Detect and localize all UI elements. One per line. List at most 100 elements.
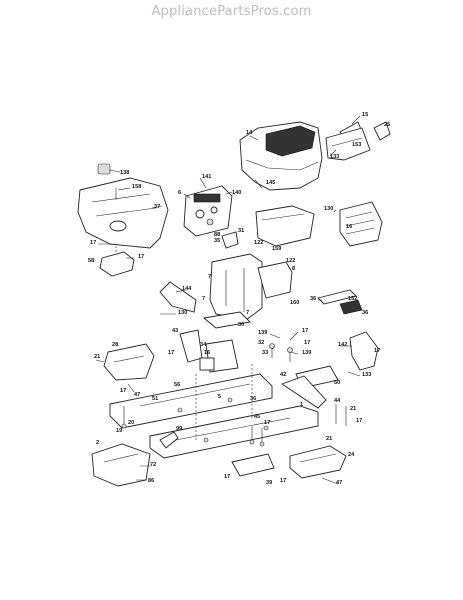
- lever-part[interactable]: [159, 281, 197, 313]
- callout-17: 17: [120, 388, 126, 394]
- callout-7: 7: [202, 296, 205, 302]
- callout-45: 45: [254, 414, 260, 420]
- callout-35: 35: [214, 238, 220, 244]
- callout-1: 1: [300, 402, 303, 408]
- callout-32: 32: [258, 340, 264, 346]
- callout-42: 42: [280, 372, 286, 378]
- callout-51: 51: [152, 396, 158, 402]
- callout-160: 160: [290, 300, 299, 306]
- bracket-part[interactable]: [99, 246, 135, 277]
- callout-56: 56: [174, 382, 180, 388]
- callout-33: 33: [262, 350, 268, 356]
- callout-34: 34: [200, 342, 207, 348]
- callout-144: 144: [182, 286, 192, 292]
- callout-138: 138: [120, 170, 129, 176]
- callout-17: 17: [264, 420, 270, 426]
- callout-28: 28: [112, 342, 118, 348]
- mount-16b-part[interactable]: [199, 357, 215, 371]
- callout-21: 21: [350, 406, 356, 412]
- callout-17: 17: [374, 348, 380, 354]
- callout-159: 159: [272, 246, 281, 252]
- callout-17: 17: [304, 340, 310, 346]
- callout-58: 58: [88, 258, 94, 264]
- callout-88: 88: [214, 232, 220, 238]
- callout-17: 17: [280, 478, 286, 484]
- callout-122: 122: [286, 258, 295, 264]
- link-99-part[interactable]: [159, 431, 179, 449]
- callout-8: 8: [292, 266, 295, 272]
- small-parts-32-part[interactable]: [269, 343, 293, 363]
- grille-part[interactable]: [325, 121, 391, 161]
- callout-17: 17: [224, 474, 230, 480]
- callout-15: 15: [362, 112, 368, 118]
- callout-36: 36: [310, 296, 316, 302]
- callout-20: 20: [128, 420, 134, 426]
- callout-21: 21: [94, 354, 100, 360]
- callout-16: 16: [346, 224, 352, 230]
- cover-part[interactable]: [339, 201, 383, 247]
- callout-21: 21: [326, 436, 332, 442]
- callout-16: 16: [204, 350, 210, 356]
- callout-158: 158: [132, 184, 141, 190]
- callout-99: 99: [176, 426, 182, 432]
- callout-7: 7: [208, 274, 211, 280]
- site-watermark: AppliancePartsPros.com: [151, 4, 312, 19]
- callout-50: 50: [334, 380, 340, 386]
- switch-bracket-part[interactable]: [221, 231, 239, 249]
- callout-5: 5: [218, 394, 221, 400]
- callout-17: 17: [356, 418, 362, 424]
- hardware-45-part[interactable]: [249, 426, 265, 447]
- callout-130: 130: [324, 206, 333, 212]
- bracket-43-part[interactable]: [179, 329, 203, 363]
- callout-140: 140: [232, 190, 241, 196]
- hardware-44-part[interactable]: [335, 404, 347, 426]
- hood-part[interactable]: [239, 121, 323, 191]
- callout-24: 24: [348, 452, 355, 458]
- leader-lines: [95, 115, 361, 485]
- callout-153: 153: [352, 142, 361, 148]
- callout-72: 72: [150, 462, 156, 468]
- callout-44: 44: [334, 398, 341, 404]
- callout-31: 31: [238, 228, 244, 234]
- callout-139: 139: [258, 330, 267, 336]
- callout-133: 133: [330, 154, 339, 160]
- callout-139: 139: [302, 350, 311, 356]
- callout-47: 47: [336, 480, 342, 486]
- callout-17: 17: [168, 350, 174, 356]
- bracket-142-part[interactable]: [349, 331, 379, 371]
- callout-130: 130: [178, 310, 187, 316]
- callout-145: 145: [266, 180, 275, 186]
- dash-plate-part[interactable]: [255, 205, 315, 247]
- callout-17: 17: [90, 240, 96, 246]
- callout-47: 47: [134, 392, 140, 398]
- frame-rail-part[interactable]: [109, 364, 319, 459]
- side-bar-part[interactable]: [317, 289, 363, 315]
- callout-43: 43: [172, 328, 178, 334]
- callout-7: 7: [246, 310, 249, 316]
- callout-86: 86: [148, 478, 154, 484]
- callout-25: 25: [384, 122, 390, 128]
- callout-19: 19: [116, 428, 122, 434]
- callout-labels: 15 25 153 133 14 145 138 158 37 17 58 17…: [88, 112, 390, 486]
- callout-122: 122: [254, 240, 263, 246]
- callout-141: 141: [202, 174, 211, 180]
- callout-39: 39: [266, 480, 272, 486]
- callout-142: 142: [338, 342, 347, 348]
- instrument-panel-part[interactable]: [183, 185, 233, 237]
- callout-6: 6: [178, 190, 181, 196]
- dash-panel-part[interactable]: [77, 163, 169, 249]
- callout-152: 152: [348, 296, 357, 302]
- bracket-39-part[interactable]: [231, 453, 275, 477]
- callout-30: 30: [238, 322, 244, 328]
- callout-2: 2: [96, 440, 99, 446]
- plate-24-part[interactable]: [289, 445, 347, 479]
- support-frame-part[interactable]: [202, 253, 293, 329]
- bolt-20-part[interactable]: [121, 406, 127, 429]
- callout-133: 133: [362, 372, 371, 378]
- callout-14: 14: [246, 130, 253, 136]
- front-axle-part[interactable]: [281, 375, 327, 409]
- pedal-28-part[interactable]: [103, 343, 155, 381]
- callout-36: 36: [250, 396, 256, 402]
- callout-36: 36: [362, 310, 368, 316]
